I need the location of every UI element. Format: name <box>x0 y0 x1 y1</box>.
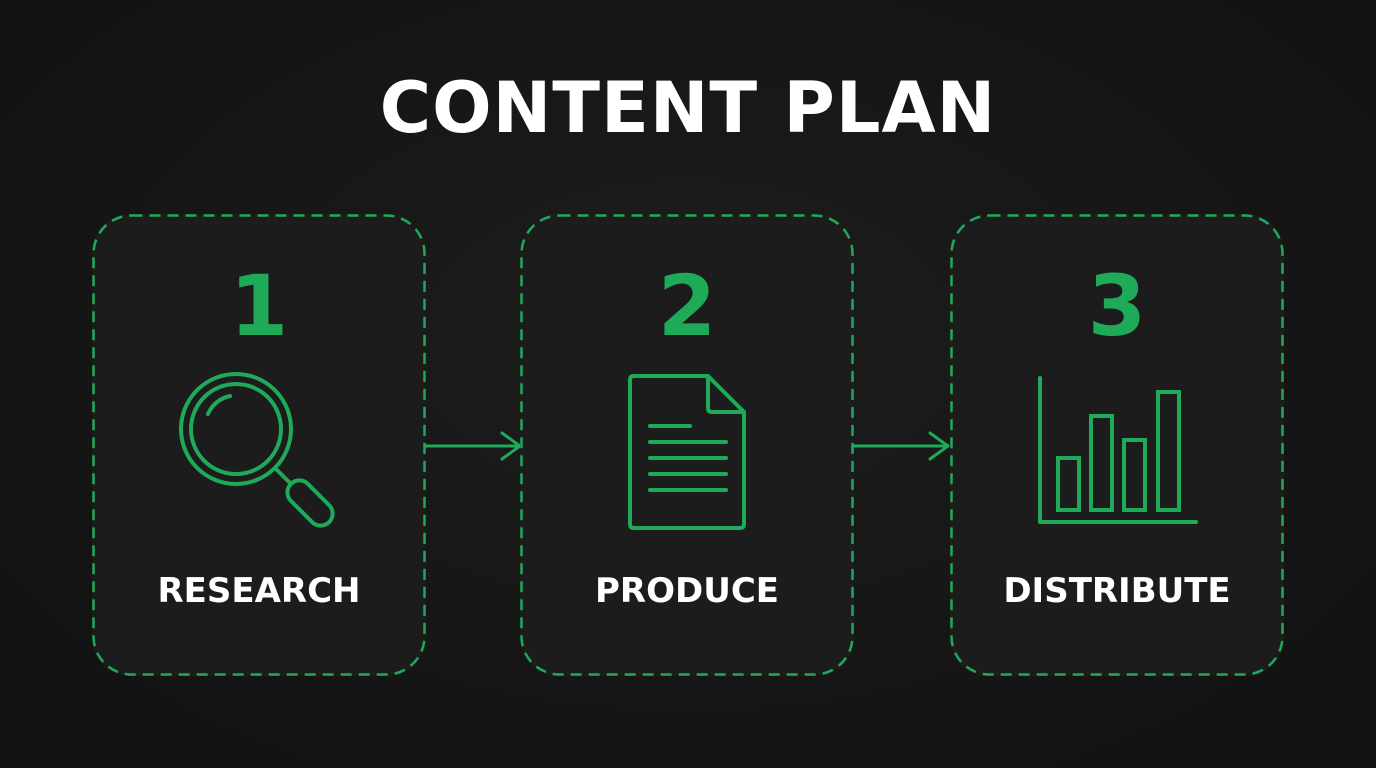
magnifying-glass-icon <box>179 372 335 528</box>
step-card-research: 1 RESEARCH <box>92 214 426 676</box>
dashed-border <box>950 214 1284 676</box>
step-label: PRODUCE <box>594 571 779 611</box>
arrow-right-icon <box>852 431 950 461</box>
step-number: 1 <box>229 257 289 355</box>
dashed-border <box>92 214 426 676</box>
step-label: RESEARCH <box>157 571 361 611</box>
step-card-produce: 2 PRODUCE <box>520 214 854 676</box>
step-label: DISTRIBUTE <box>1003 571 1231 611</box>
document-icon <box>628 374 746 530</box>
step-number: 2 <box>657 257 717 355</box>
page-title: CONTENT PLAN <box>379 67 997 149</box>
bar-chart-icon <box>1038 376 1198 524</box>
step-card-distribute: 3 DISTRIBUTE <box>950 214 1284 676</box>
arrow-right-icon <box>424 431 522 461</box>
step-number: 3 <box>1087 257 1147 355</box>
dashed-border <box>520 214 854 676</box>
